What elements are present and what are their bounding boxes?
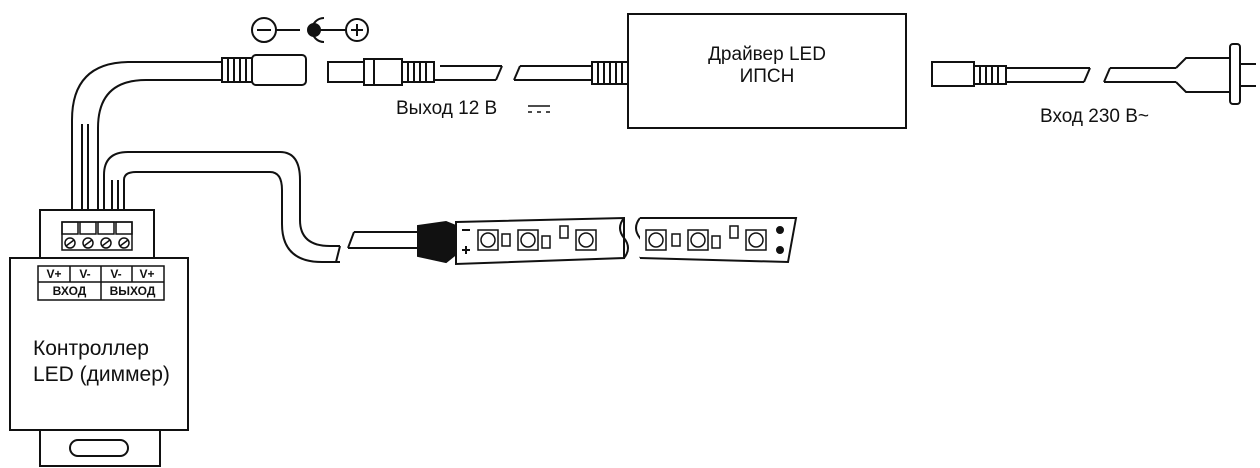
driver-label-line2: ИПСН xyxy=(739,66,795,87)
output-group-label: ВЫХОД xyxy=(109,284,156,298)
controller-label-line2: LED (диммер) xyxy=(33,363,170,386)
output-12v-label: Выход 12 В xyxy=(396,98,498,119)
polarity-plus-icon xyxy=(345,18,369,42)
terminal-vminus-2: V- xyxy=(110,267,122,281)
dc-symbol-icon xyxy=(528,105,550,113)
controller-body xyxy=(9,209,189,467)
input-group-label: ВХОД xyxy=(52,284,87,298)
ac-input-cable xyxy=(931,43,1256,105)
terminal-vplus-2: V+ xyxy=(139,267,155,281)
terminal-vminus-1: V- xyxy=(79,267,91,281)
controller-label: Контроллер LED (диммер) xyxy=(33,336,170,388)
controller-input-cable xyxy=(71,61,222,222)
controller-output-cable xyxy=(103,151,420,263)
polarity-symbol xyxy=(251,17,369,43)
terminal-vplus-1: V+ xyxy=(46,267,62,281)
driver-label-line1: Драйвер LED xyxy=(708,44,826,65)
dc-female-jack xyxy=(221,54,307,86)
dc-output-cable xyxy=(327,58,629,86)
driver-label: Драйвер LED ИПСН xyxy=(628,44,906,88)
controller-label-line1: Контроллер xyxy=(33,337,149,360)
input-230v-label: Вход 230 В~ xyxy=(1040,106,1150,127)
led-strip xyxy=(417,216,798,266)
